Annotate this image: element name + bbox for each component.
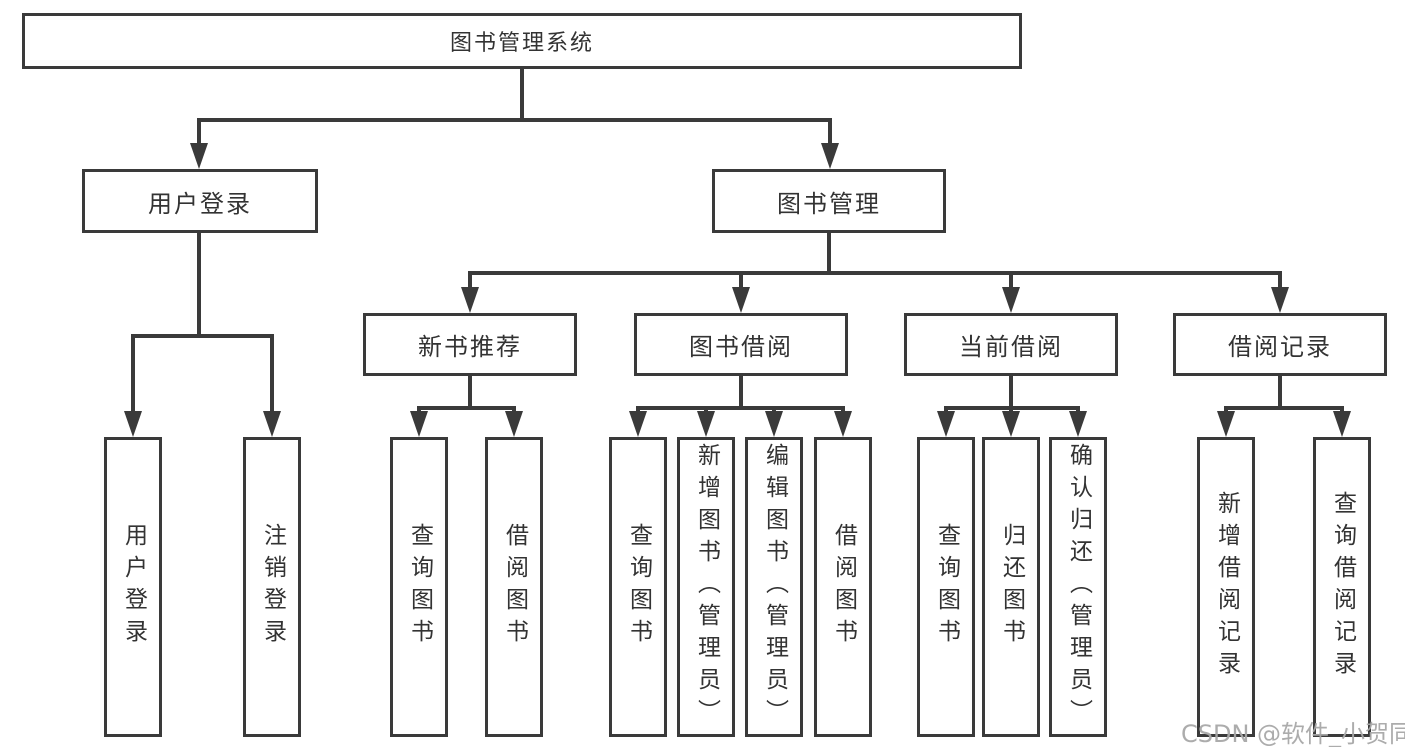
node-library-management-system: 图书管理系统 bbox=[22, 13, 1022, 69]
node-user-login: 用户登录 bbox=[82, 169, 318, 233]
node-book-borrowing: 图书借阅 bbox=[634, 313, 848, 376]
leaf-add-borrow-record: 新增借阅记录 bbox=[1197, 437, 1255, 737]
leaf-query-borrow-record: 查询借阅记录 bbox=[1313, 437, 1371, 737]
leaf-user-login: 用户登录 bbox=[104, 437, 162, 737]
leaf-logout-login: 注销登录 bbox=[243, 437, 301, 737]
leaf-borrow-books-borrowing: 借阅图书 bbox=[814, 437, 872, 737]
arrowheads bbox=[124, 143, 1351, 437]
node-current-borrowing: 当前借阅 bbox=[904, 313, 1118, 376]
leaf-borrow-books-recommend: 借阅图书 bbox=[485, 437, 543, 737]
leaf-confirm-return-admin: 确认归还（管理员） bbox=[1049, 437, 1107, 737]
node-borrowing-records: 借阅记录 bbox=[1173, 313, 1387, 376]
node-book-management: 图书管理 bbox=[712, 169, 946, 233]
node-new-book-recommend: 新书推荐 bbox=[363, 313, 577, 376]
leaf-add-books-admin: 新增图书（管理员） bbox=[677, 437, 735, 737]
watermark: CSDN @软件_小贺同学 bbox=[1181, 720, 1405, 747]
leaf-query-books-current: 查询图书 bbox=[917, 437, 975, 737]
leaf-query-books-recommend: 查询图书 bbox=[390, 437, 448, 737]
leaf-edit-books-admin: 编辑图书（管理员） bbox=[745, 437, 803, 737]
leaf-query-books-borrowing: 查询图书 bbox=[609, 437, 667, 737]
leaf-return-books: 归还图书 bbox=[982, 437, 1040, 737]
